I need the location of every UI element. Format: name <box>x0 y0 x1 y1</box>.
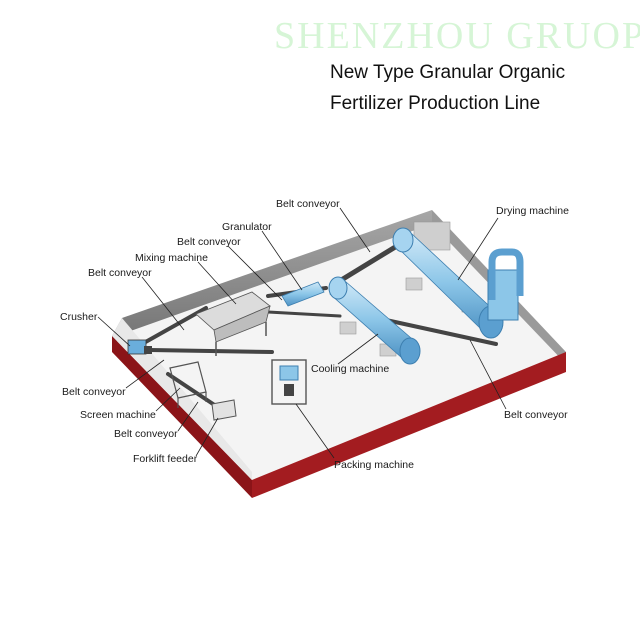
back-wall-left <box>122 210 432 334</box>
label-cooling-machine: Cooling machine <box>311 363 389 375</box>
title-line-2: Fertilizer Production Line <box>330 93 541 114</box>
crusher-body <box>127 339 147 355</box>
forklift-feeder <box>211 399 237 421</box>
crusher-motor <box>144 346 152 354</box>
leader-line <box>177 401 199 432</box>
label-belt-conveyor-bottom: Belt conveyor <box>114 428 178 440</box>
leader-line <box>227 245 283 301</box>
leader-line <box>97 316 131 347</box>
leader-line <box>337 333 379 365</box>
drying-drum-start <box>392 227 414 253</box>
support-block <box>405 277 423 291</box>
feeder-hopper <box>211 399 237 421</box>
cooling-drum-start <box>328 276 348 300</box>
label-belt-conveyor-left: Belt conveyor <box>88 267 152 279</box>
belt-conveyor-lower-left <box>148 348 274 354</box>
label-packing-machine: Packing machine <box>334 459 414 471</box>
floor-edge <box>112 318 252 480</box>
mixing-machine <box>195 291 271 356</box>
title-line-1: New Type Granular Organic <box>330 62 566 83</box>
screen-machine <box>169 361 207 408</box>
cooling-machine <box>328 276 421 365</box>
packing-scale <box>284 384 294 396</box>
drying-machine <box>392 227 524 339</box>
crusher <box>127 339 152 355</box>
belt-conveyor-right <box>384 318 498 346</box>
base-front-right <box>252 352 566 498</box>
leader-line <box>155 387 181 412</box>
packing-machine <box>271 359 307 405</box>
label-belt-conveyor-lower-left: Belt conveyor <box>62 386 126 398</box>
granulator <box>281 281 325 307</box>
leader-line <box>125 359 165 389</box>
leader-line <box>261 230 303 291</box>
leader-line <box>457 217 499 281</box>
label-belt-conveyor-upper: Belt conveyor <box>177 236 241 248</box>
label-belt-conveyor-right: Belt conveyor <box>504 409 568 421</box>
label-crusher: Crusher <box>60 311 98 323</box>
belt-conveyor-left <box>140 306 208 346</box>
leader-line <box>195 417 219 457</box>
leader-line <box>295 403 335 459</box>
label-forklift-feeder: Forklift feeder <box>133 453 198 465</box>
packing-hopper <box>279 365 299 381</box>
leader-line <box>141 276 185 331</box>
leader-line <box>339 207 371 253</box>
leader-line <box>469 339 507 410</box>
label-mixing-machine: Mixing machine <box>135 252 208 264</box>
belt-conveyor-mid <box>266 310 342 318</box>
packing-frame <box>271 359 307 405</box>
watermark: SHENZHOU GRUOP <box>274 15 640 57</box>
label-screen-machine: Screen machine <box>80 409 156 421</box>
cooling-drum-end <box>399 337 421 365</box>
leader-line <box>197 261 237 305</box>
label-belt-conveyor-top: Belt conveyor <box>276 198 340 210</box>
leader-lines <box>97 207 507 459</box>
support-block <box>339 321 357 335</box>
cyclone-duct <box>488 248 524 300</box>
base-front-left <box>112 336 252 498</box>
granulator-drum <box>281 281 325 307</box>
label-granulator: Granulator <box>222 221 272 233</box>
label-drying-machine: Drying machine <box>496 205 569 217</box>
